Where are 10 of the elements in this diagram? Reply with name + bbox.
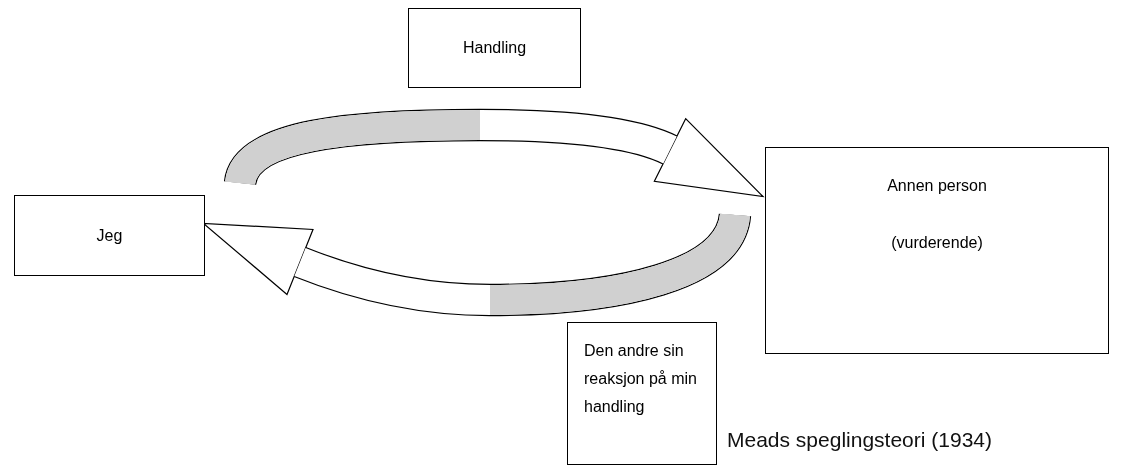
- box-label: Handling: [462, 38, 527, 58]
- text-box: [408, 8, 581, 88]
- box-label: (vurderende): [891, 233, 983, 253]
- box-label: Jeg: [96, 225, 123, 246]
- text-box: [765, 147, 1109, 354]
- box-label: Den andre sin reaksjon på min handling: [584, 341, 698, 417]
- text-box: [14, 195, 205, 276]
- box-label: Annen person: [887, 176, 987, 196]
- text-box: [567, 322, 717, 465]
- caption: Meads speglingsteori (1934): [727, 428, 992, 452]
